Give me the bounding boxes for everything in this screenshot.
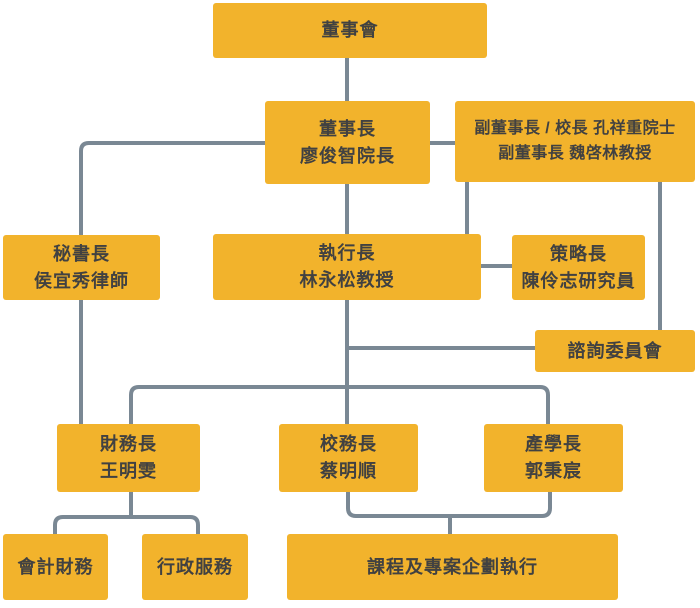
node-title: 產學長 (525, 434, 582, 454)
node-admin-services: 行政服務 (142, 534, 248, 600)
node-name: 廖俊智院長 (300, 145, 395, 166)
node-title: 財務長 (100, 434, 157, 454)
node-name: 陳伶志研究員 (521, 270, 636, 291)
node-name: 王明雯 (100, 461, 157, 481)
node-title: 副董事長 / 校長 孔祥重院士 (474, 119, 676, 137)
node-title: 執行長 (318, 243, 376, 263)
node-secretary-general: 秘書長 侯宜秀律師 (3, 235, 160, 300)
node-vice-chairman: 副董事長 / 校長 孔祥重院士 副董事長 魏啓林教授 (455, 101, 695, 182)
edge-chairman-secretary (79, 141, 265, 235)
node-label: 董事會 (321, 20, 379, 40)
node-name: 林永松教授 (299, 270, 395, 290)
node-title: 秘書長 (53, 243, 110, 264)
node-label: 課程及專案企劃執行 (367, 556, 538, 577)
node-name: 侯宜秀律師 (34, 270, 129, 291)
node-title: 校務長 (320, 434, 377, 454)
node-industry-dean: 產學長 郭秉宸 (484, 424, 623, 492)
node-advisory-committee: 諮詢委員會 (535, 330, 695, 372)
edge-bus-cfo-industry (129, 385, 550, 424)
node-title: 董事長 (319, 118, 376, 139)
edge-bus-accounting-admin (53, 515, 200, 534)
node-academic-dean: 校務長 蔡明順 (279, 424, 418, 492)
node-name: 郭秉宸 (525, 461, 582, 481)
node-label: 會計財務 (17, 556, 94, 577)
node-accounting-finance: 會計財務 (3, 534, 108, 600)
node-name: 蔡明順 (320, 461, 377, 481)
node-title: 策略長 (550, 243, 607, 264)
node-cfo: 財務長 王明雯 (57, 424, 200, 492)
node-chairman: 董事長 廖俊智院長 (265, 101, 430, 184)
node-program-execution: 課程及專案企劃執行 (287, 534, 618, 600)
node-name: 副董事長 魏啓林教授 (498, 144, 652, 162)
node-cso: 策略長 陳伶志研究員 (512, 235, 645, 300)
node-label: 行政服務 (157, 556, 233, 577)
node-label: 諮詢委員會 (567, 340, 663, 361)
node-board: 董事會 (213, 3, 487, 58)
edge-bus-academic-industry (346, 492, 552, 518)
node-ceo: 執行長 林永松教授 (213, 234, 481, 300)
